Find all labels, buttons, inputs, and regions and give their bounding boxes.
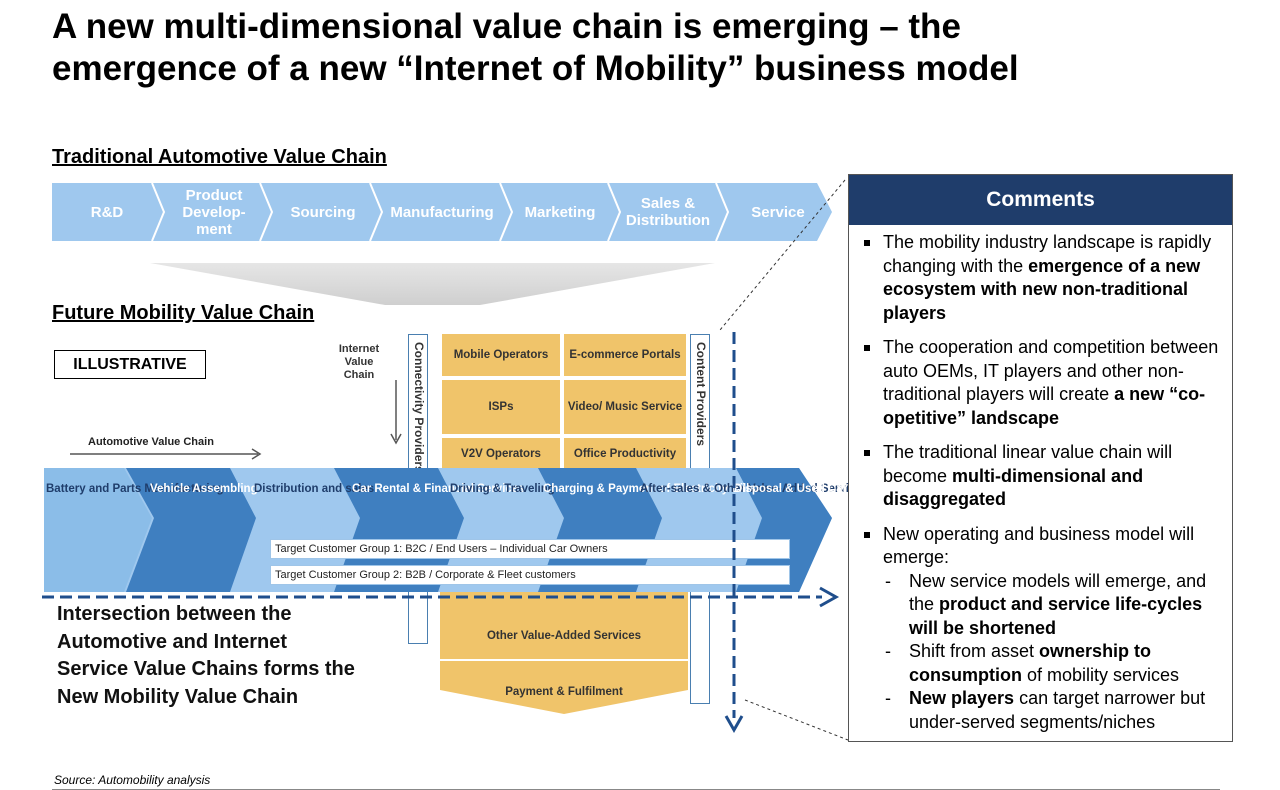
callout-lines <box>719 179 849 741</box>
comment-text: Shift from asset <box>909 641 1040 661</box>
comments-list: The mobility industry landscape is rapid… <box>859 231 1229 734</box>
traditional-chain-background <box>52 183 832 241</box>
bullet-square-icon <box>864 240 870 246</box>
comment-bullet: The mobility industry landscape is rapid… <box>859 231 1229 325</box>
cell-mobile-operators: Mobile Operators <box>442 334 560 376</box>
traditional-value-chain: R&D Product Develop- ment Sourcing Manuf… <box>52 183 832 241</box>
trad-step-sourcing: Sourcing <box>290 203 356 221</box>
future-chain-band <box>44 468 832 592</box>
comments-panel: Comments The mobility industry landscape… <box>848 174 1233 742</box>
target-group-1: Target Customer Group 1: B2C / End Users… <box>270 539 790 559</box>
bullet-square-icon <box>864 531 870 538</box>
intersection-caption: Intersection between the Automotive and … <box>57 603 355 708</box>
comment-emphasis: a new “co-opetitive” landscape <box>883 384 1206 428</box>
cell-video-music-service: Video/ Music Service <box>564 380 686 434</box>
comment-emphasis: ownership to consumption <box>909 641 1152 685</box>
source-note: Source: Automobility analysis <box>54 773 211 787</box>
title-line-2: emergence of a new “Internet of Mobility… <box>52 49 1019 88</box>
comment-bullet: The traditional linear value chain will … <box>859 441 1229 512</box>
trad-step-sales-distribution: Sales & Distribution <box>625 195 711 229</box>
target-group-2: Target Customer Group 2: B2B / Corporate… <box>270 565 790 585</box>
comment-sub-bullet: - New service models will emerge, and th… <box>859 570 1229 641</box>
automotive-chain-right-arrow <box>70 448 262 460</box>
future-chain-heading: Future Mobility Value Chain <box>52 302 315 324</box>
comment-sub-bullet: - Shift from asset ownership to consumpt… <box>859 640 1229 687</box>
trad-step-manufacturing: Manufacturing <box>390 203 494 221</box>
cell-payment-fulfilment: Payment & Fulfilment <box>505 685 623 698</box>
comments-heading: Comments <box>849 175 1232 225</box>
comment-text: can target narrower but under-served seg… <box>909 688 1206 732</box>
comment-text: The mobility industry landscape is rapid… <box>883 232 1212 276</box>
traditional-chain-heading: Traditional Automotive Value Chain <box>52 146 387 168</box>
internet-value-chain-label: Internet Value Chain <box>338 343 380 381</box>
automotive-value-chain-label: Automotive Value Chain <box>88 436 214 448</box>
comment-emphasis: New players <box>909 688 1015 708</box>
cell-other-value-added-services: Other Value-Added Services <box>486 629 642 642</box>
comment-bullet: The cooperation and competition between … <box>859 336 1229 430</box>
bottom-gold-shape <box>440 590 688 714</box>
comment-text: The traditional linear value chain will … <box>883 442 1173 486</box>
cell-ecommerce-portals: E-commerce Portals <box>564 334 686 376</box>
comment-bullet: New operating and business model will em… <box>859 523 1229 570</box>
internet-chain-down-arrow <box>390 380 402 445</box>
comment-sub-bullet: - New players can target narrower but un… <box>859 687 1229 734</box>
dash-icon: - <box>885 688 891 708</box>
trad-step-marketing: Marketing <box>524 203 596 221</box>
bullet-square-icon <box>864 450 870 456</box>
intersection-arrows <box>42 332 840 734</box>
comment-text: The cooperation and competition between … <box>883 337 1219 404</box>
comment-text: of mobility services <box>1022 664 1180 685</box>
page-title: A new multi-dimensional value chain is e… <box>52 6 1232 90</box>
cell-v2v-operators: V2V Operators <box>442 438 560 470</box>
title-line-1: A new multi-dimensional value chain is e… <box>52 7 961 46</box>
transition-funnel <box>150 263 715 305</box>
comment-emphasis: emergence of a new ecosystem with new no… <box>883 255 1201 323</box>
comment-emphasis: multi-dimensional and disaggregated <box>883 465 1144 510</box>
dash-icon: - <box>885 641 891 661</box>
cell-isps: ISPs <box>442 380 560 434</box>
comment-text: New operating and business model will em… <box>883 523 1195 568</box>
dash-icon: - <box>885 570 891 591</box>
comment-emphasis: product and service life-cycles will be … <box>909 594 1203 638</box>
illustrative-label: ILLUSTRATIVE <box>54 350 206 379</box>
comment-text: New service models will emerge, and the <box>909 570 1207 615</box>
bullet-square-icon <box>864 345 870 351</box>
chain-step-vehicle-assembling: Vehicle Assembling <box>150 483 258 495</box>
trad-step-product-development: Product Develop- ment <box>182 186 246 238</box>
cell-office-productivity: Office Productivity <box>564 438 686 470</box>
trad-step-service: Service <box>751 203 805 221</box>
trad-step-rnd: R&D <box>90 203 124 221</box>
